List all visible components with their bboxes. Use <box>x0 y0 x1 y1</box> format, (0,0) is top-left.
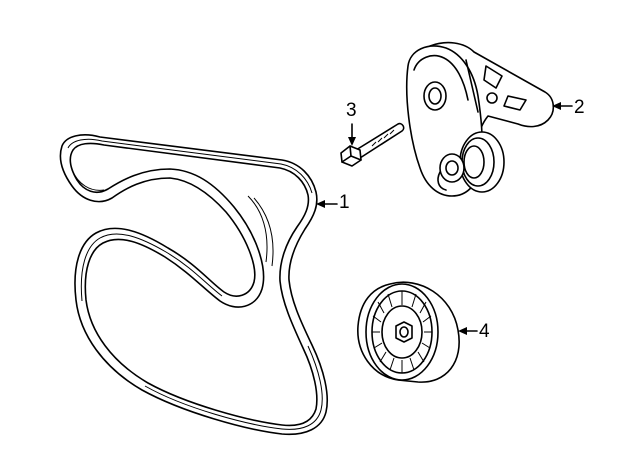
callout-1-leader <box>316 200 338 208</box>
callout-3-label: 3 <box>346 100 357 121</box>
callout-4-leader <box>458 327 478 335</box>
callout-4-label: 4 <box>479 321 490 342</box>
callout-3-leader <box>348 123 356 146</box>
tensioner-bolt <box>340 122 405 167</box>
belt-tensioner <box>405 41 555 197</box>
pulley-ribs <box>372 291 432 373</box>
idler-pulley <box>357 281 460 383</box>
callout-2-label: 2 <box>574 97 585 118</box>
callout-2-leader <box>552 102 573 110</box>
callout-1-label: 1 <box>339 192 350 213</box>
serpentine-belt <box>59 134 329 436</box>
